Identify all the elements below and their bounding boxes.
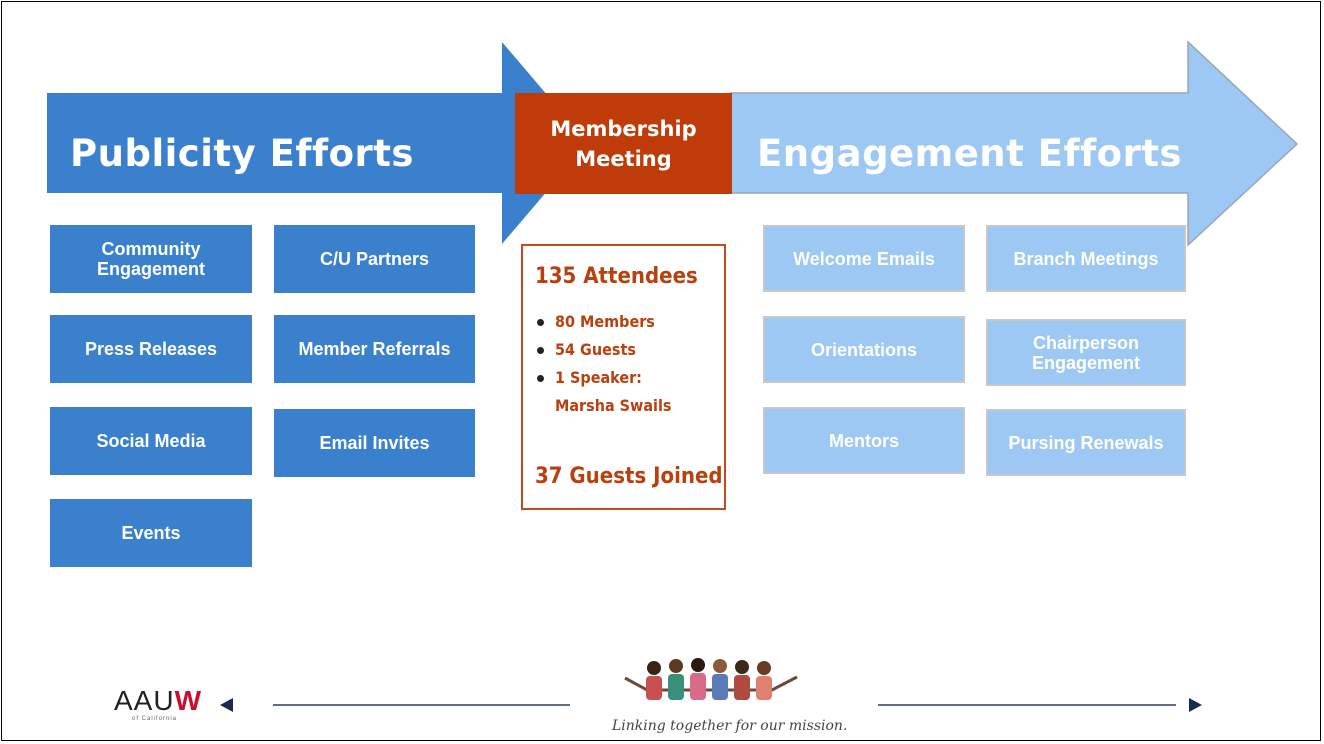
publicity-item-member-referrals: Member Referrals — [274, 315, 475, 383]
engagement-item-orientations: Orientations — [763, 316, 965, 383]
women-group-icon — [624, 658, 798, 700]
engagement-title: Engagement Efforts — [757, 132, 1183, 175]
list-item: 80 Members — [537, 308, 671, 336]
engagement-item-chairperson-engagement: Chairperson Engagement — [986, 319, 1186, 386]
engagement-item-mentors: Mentors — [763, 407, 965, 474]
list-item: 1 Speaker: — [537, 364, 671, 392]
tagline: Linking together for our mission. — [612, 718, 848, 734]
aauw-logo: AAUW — [114, 685, 203, 716]
attendees-headline: 135 Attendees — [535, 264, 698, 289]
list-item-continuation: Marsha Swails — [555, 396, 672, 415]
publicity-title: Publicity Efforts — [70, 132, 414, 175]
membership-meeting-box: Membership Meeting — [515, 93, 732, 194]
list-item: 54 Guests — [537, 336, 671, 364]
publicity-item-press-releases: Press Releases — [50, 315, 252, 383]
membership-meeting-label: Membership Meeting — [550, 116, 697, 171]
publicity-item-cu-partners: C/U Partners — [274, 225, 475, 293]
right-arrowhead-icon — [1189, 698, 1202, 712]
bullet-icon — [537, 375, 544, 382]
publicity-item-community-engagement: Community Engagement — [50, 225, 252, 293]
engagement-item-pursing-renewals: Pursing Renewals — [986, 409, 1186, 476]
publicity-item-events: Events — [50, 499, 252, 567]
guests-joined-footer: 37 Guests Joined — [535, 464, 723, 489]
engagement-arrow — [729, 40, 1299, 247]
attendee-breakdown-list: 80 Members 54 Guests 1 Speaker: Marsha S… — [537, 308, 671, 420]
left-arrowhead-icon — [220, 698, 233, 712]
attendance-stats-box: 135 Attendees 80 Members 54 Guests 1 Spe… — [521, 244, 726, 510]
bullet-icon — [537, 347, 544, 354]
publicity-item-social-media: Social Media — [50, 407, 252, 475]
bullet-icon — [537, 319, 544, 326]
publicity-item-email-invites: Email Invites — [274, 409, 475, 477]
engagement-item-branch-meetings: Branch Meetings — [986, 225, 1186, 292]
aauw-logo-subtitle: of California — [132, 716, 178, 722]
publicity-arrow — [47, 42, 588, 244]
engagement-item-welcome-emails: Welcome Emails — [763, 225, 965, 292]
